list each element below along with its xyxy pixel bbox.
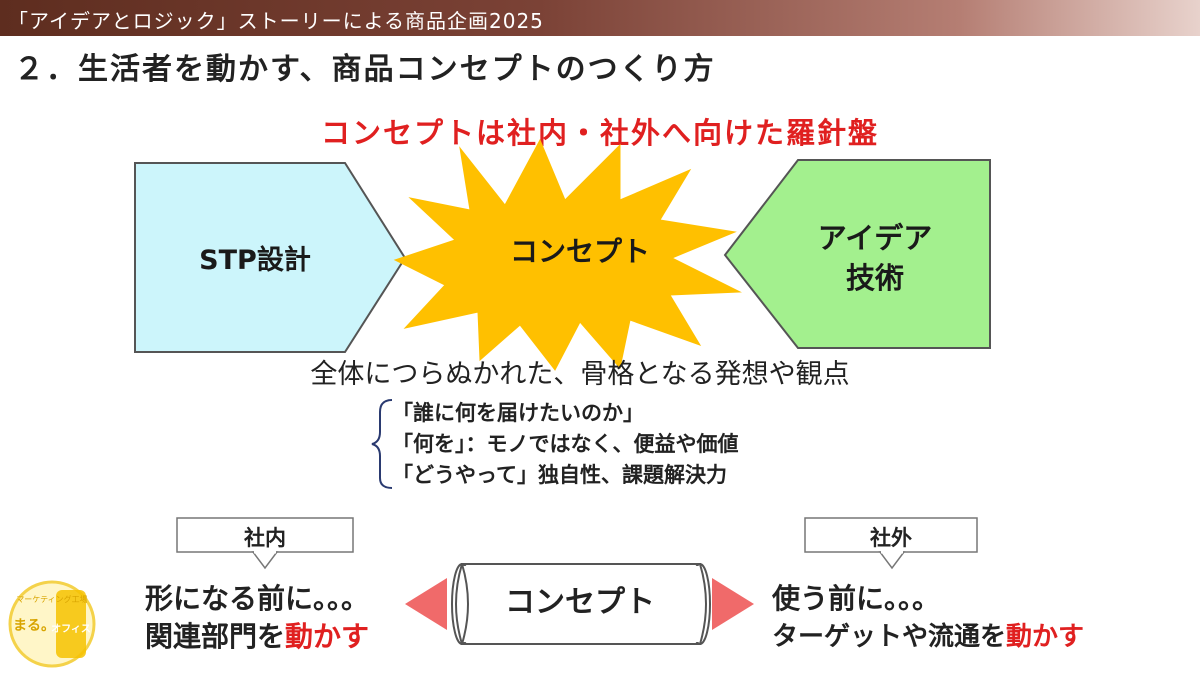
inside-line2-emphasis: 動かす — [285, 620, 370, 653]
outside-line1: 使う前に。。。 — [772, 582, 941, 615]
inside-line1: 形になる前に。。。 — [145, 582, 370, 615]
idea-box — [723, 159, 991, 349]
idea-label: アイデア 技術 — [780, 218, 970, 298]
concept-burst-label: コンセプト — [509, 235, 650, 268]
inside-callout-arrow — [251, 551, 279, 570]
header-title: 「アイデアとロジック」ストーリーによる商品企画2025 — [8, 9, 544, 33]
outside-text: 使う前に。。。 ターゲットや流通を動かす — [772, 580, 1084, 656]
slide-title: ２．生活者を動かす、商品コンセプトのつくり方 — [14, 52, 716, 87]
outside-label: 社外 — [870, 526, 912, 550]
outside-line2-emphasis: 動かす — [1006, 622, 1085, 652]
concept-cylinder — [451, 563, 711, 645]
inside-line2-prefix: 関連部門を — [145, 620, 286, 653]
headline: コンセプトは社内・社外へ向けた羅針盤 — [320, 116, 879, 150]
outside-callout-arrow — [878, 551, 906, 570]
stp-box — [134, 162, 407, 353]
right-arrow-triangle — [712, 578, 754, 630]
idea-label-line2: 技術 — [845, 261, 904, 295]
stp-label: STP設計 — [199, 245, 311, 276]
point-item: 「何を」：モノではなく、便益や価値 — [392, 432, 739, 456]
outside-callout-box — [804, 517, 978, 553]
inside-text: 形になる前に。。。 関連部門を動かす — [145, 580, 369, 656]
left-arrow-triangle — [405, 578, 447, 630]
point-item: 「誰に何を届けたいのか」 — [392, 401, 644, 425]
concept-points: 「誰に何を届けたいのか」 「何を」：モノではなく、便益や価値 「どうやって」独自… — [392, 398, 739, 491]
company-logo: マーケティング工場 まる。 オフィス — [8, 580, 96, 668]
brace — [371, 399, 393, 489]
point-item: 「どうやって」独自性、課題解決力 — [392, 463, 727, 487]
concept-burst — [393, 138, 742, 371]
inside-label: 社内 — [244, 526, 286, 550]
concept-cylinder-label: コンセプト — [505, 585, 655, 620]
idea-label-line1: アイデア — [817, 221, 933, 255]
logo-top-text: マーケティング工場 — [16, 594, 87, 604]
header-bar: 「アイデアとロジック」ストーリーによる商品企画2025 — [0, 0, 1200, 36]
outside-line2: ターゲットや流通を動かす — [772, 618, 1084, 656]
inside-line2: 関連部門を動かす — [145, 618, 369, 656]
outside-line2-prefix: ターゲットや流通を — [772, 622, 1007, 652]
sub-heading: 全体につらぬかれた、骨格となる発想や観点 — [310, 359, 850, 390]
logo-main-text: まる。 — [13, 618, 55, 634]
logo-side-text: オフィス — [51, 623, 91, 635]
